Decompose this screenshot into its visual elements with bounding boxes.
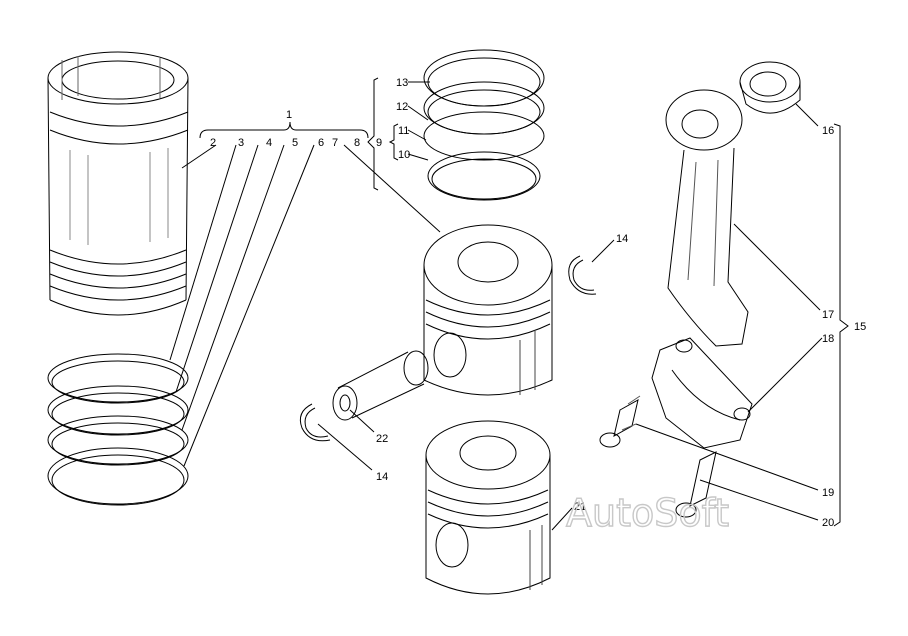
callout-labels: 1 2 3 4 5 6 7 8 9 13 12 11 10 14 22 14 2… (210, 77, 866, 529)
watermark-text: AutoSoft (566, 491, 729, 535)
callout-6: 6 (318, 137, 324, 149)
callout-9: 9 (376, 137, 382, 149)
rod-bolt-upper (599, 395, 641, 448)
callout-3: 3 (238, 137, 244, 149)
callout-14-lower: 14 (376, 471, 388, 483)
callout-5: 5 (292, 137, 298, 149)
cylinder-liner (47, 51, 189, 316)
callout-13: 13 (396, 77, 408, 89)
circlip-lower (299, 403, 331, 442)
callout-16: 16 (822, 125, 834, 137)
leader-lines (169, 77, 849, 531)
callout-7: 7 (332, 137, 338, 149)
liner-seal-rings (47, 353, 189, 506)
callout-19: 19 (822, 487, 834, 499)
callout-10: 10 (398, 149, 410, 161)
callout-18: 18 (822, 333, 834, 345)
connecting-rod-cap (651, 337, 753, 449)
callout-8: 8 (354, 137, 360, 149)
connecting-rod (665, 89, 749, 347)
rod-bolt-lower (675, 451, 717, 518)
callout-4: 4 (266, 137, 272, 149)
callout-20: 20 (822, 517, 834, 529)
callout-22: 22 (376, 433, 388, 445)
piston-upper (423, 224, 553, 396)
callout-21: 21 (574, 501, 586, 513)
callout-12: 12 (396, 101, 408, 113)
piston-pin (332, 350, 429, 421)
callout-11: 11 (398, 125, 409, 137)
callout-2: 2 (210, 137, 216, 149)
callout-1: 1 (286, 109, 292, 121)
circlip-upper (568, 255, 597, 295)
callout-14-upper: 14 (616, 233, 628, 245)
callout-15: 15 (854, 321, 866, 333)
small-end-bushing (739, 61, 801, 114)
callout-17: 17 (822, 309, 834, 321)
piston-lower (425, 420, 551, 595)
piston-ring-set (423, 49, 545, 201)
